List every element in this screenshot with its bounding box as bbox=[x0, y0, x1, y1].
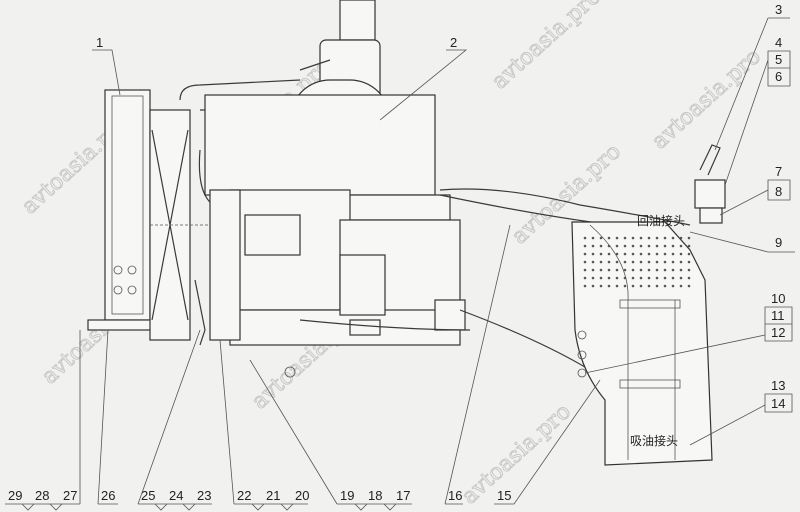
svg-text:27: 27 bbox=[63, 488, 77, 503]
svg-text:7: 7 bbox=[775, 164, 782, 179]
svg-text:13: 13 bbox=[771, 378, 785, 393]
svg-text:2: 2 bbox=[450, 35, 457, 50]
svg-text:28: 28 bbox=[35, 488, 49, 503]
return-oil-connector-label: 回油接头 bbox=[637, 213, 685, 228]
svg-text:8: 8 bbox=[775, 184, 782, 199]
svg-text:15: 15 bbox=[497, 488, 511, 503]
bottom-callouts: 29 28 27 26 25 24 23 22 21 20 19 18 17 1… bbox=[5, 224, 601, 511]
svg-text:17: 17 bbox=[396, 488, 410, 503]
svg-text:19: 19 bbox=[340, 488, 354, 503]
svg-text:25: 25 bbox=[141, 488, 155, 503]
suction-oil-connector-label: 吸油接头 bbox=[630, 433, 678, 448]
control-valve bbox=[694, 144, 726, 224]
svg-text:avtoasia.pro: avtoasia.pro bbox=[647, 44, 766, 154]
svg-text:20: 20 bbox=[295, 488, 309, 503]
svg-text:6: 6 bbox=[775, 69, 782, 84]
svg-text:11: 11 bbox=[771, 308, 785, 323]
svg-text:14: 14 bbox=[771, 396, 785, 411]
hydraulic-tank: 回油接头 吸油接头 bbox=[571, 213, 713, 466]
svg-text:4: 4 bbox=[775, 35, 782, 50]
engine-block bbox=[194, 94, 466, 378]
svg-text:18: 18 bbox=[368, 488, 382, 503]
svg-text:16: 16 bbox=[448, 488, 462, 503]
svg-text:avtoasia.pro: avtoasia.pro bbox=[457, 399, 576, 509]
top-callouts: 1 2 bbox=[92, 35, 468, 121]
svg-text:3: 3 bbox=[775, 2, 782, 17]
svg-text:12: 12 bbox=[771, 325, 785, 340]
svg-text:24: 24 bbox=[169, 488, 183, 503]
svg-text:23: 23 bbox=[197, 488, 211, 503]
svg-text:9: 9 bbox=[775, 235, 782, 250]
svg-text:1: 1 bbox=[96, 35, 103, 50]
svg-text:22: 22 bbox=[237, 488, 251, 503]
svg-text:29: 29 bbox=[8, 488, 22, 503]
svg-text:5: 5 bbox=[775, 52, 782, 67]
svg-text:10: 10 bbox=[771, 291, 785, 306]
right-callouts: 3 4 5 6 7 8 9 10 11 12 13 14 bbox=[584, 2, 795, 446]
svg-text:26: 26 bbox=[101, 488, 115, 503]
svg-text:avtoasia.pro: avtoasia.pro bbox=[487, 0, 606, 94]
svg-text:21: 21 bbox=[266, 488, 280, 503]
